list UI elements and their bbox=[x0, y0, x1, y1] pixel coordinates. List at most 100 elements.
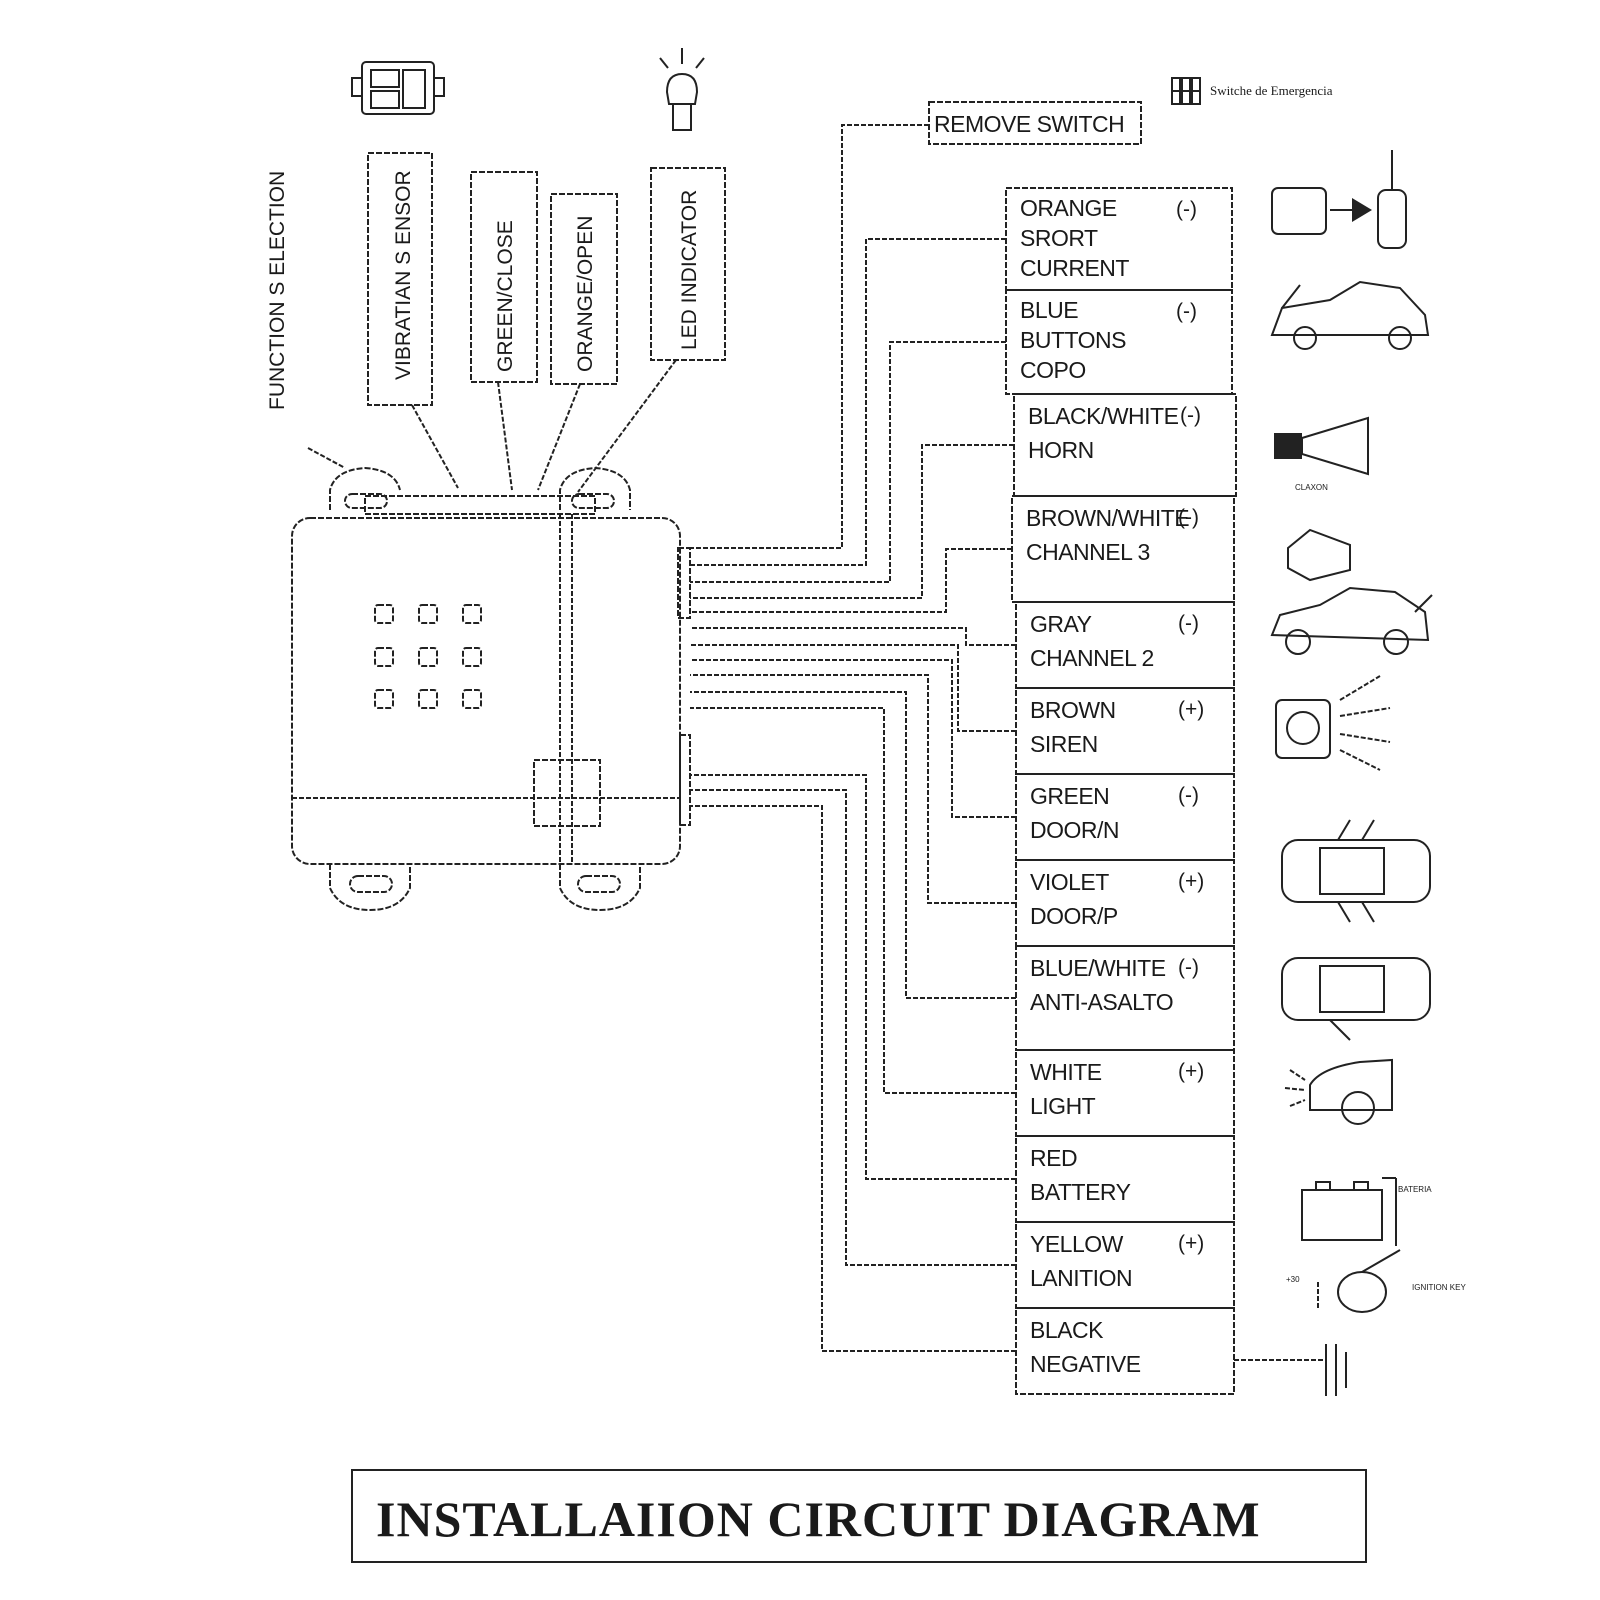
wire-box-label: SRORT bbox=[1020, 225, 1098, 251]
wire-box-label: DOOR/P bbox=[1030, 903, 1118, 929]
wire-box: GRAY CHANNEL 2 (-) bbox=[1015, 601, 1235, 689]
wire-lead bbox=[690, 548, 1012, 613]
wire-box-label: SIREN bbox=[1030, 731, 1098, 757]
polarity-sign: (-) bbox=[1180, 404, 1201, 427]
siren-icon bbox=[1275, 675, 1391, 771]
function-selection-label: FUNCTION S ELECTION bbox=[266, 171, 289, 410]
car-headlight-icon bbox=[1284, 1058, 1393, 1125]
wire-box-label: CHANNEL 3 bbox=[1026, 539, 1150, 565]
wire-box: VIOLET DOOR/P (+) bbox=[1015, 859, 1235, 947]
unit-button-grid bbox=[374, 604, 482, 709]
wire-box-label: LANITION bbox=[1030, 1265, 1132, 1291]
wire-box-label: RED bbox=[1030, 1145, 1077, 1171]
wire-lead bbox=[690, 707, 1016, 1094]
claxon-text: CLAXON bbox=[1295, 483, 1328, 492]
ground-icon bbox=[1234, 1344, 1347, 1396]
vibration-sensor-icon bbox=[351, 61, 445, 115]
wire-box-label: BLUE/WHITE bbox=[1030, 955, 1166, 981]
polarity-sign: (-) bbox=[1178, 784, 1199, 807]
wire-box: BLUE/WHITE ANTI-ASALTO(-) bbox=[1015, 945, 1235, 1051]
wire-lead bbox=[690, 444, 1014, 599]
wire-box-label: LIGHT bbox=[1030, 1093, 1096, 1119]
polarity-sign: (-) bbox=[1178, 612, 1199, 635]
remove-switch-wire bbox=[690, 124, 929, 549]
remove-switch-box: REMOVE SWITCH bbox=[928, 101, 1142, 145]
car-hood-open-icon bbox=[1270, 280, 1430, 350]
relay-coil-icon bbox=[1271, 150, 1407, 249]
wire-lead bbox=[690, 805, 1016, 1352]
plus-30-text: +30 bbox=[1286, 1275, 1300, 1284]
car-door-open-icon bbox=[1281, 957, 1431, 1041]
remove-switch-text: REMOVE SWITCH bbox=[934, 111, 1124, 137]
car-doors-open-icon bbox=[1281, 819, 1431, 923]
wire-box-label: BLACK bbox=[1030, 1317, 1104, 1343]
polarity-sign: (-) bbox=[1178, 506, 1199, 529]
wire-box-label: CHANNEL 2 bbox=[1030, 645, 1154, 671]
wire-box-label: GRAY bbox=[1030, 611, 1092, 637]
wire-box-label: NEGATIVE bbox=[1030, 1351, 1141, 1377]
wire-lead bbox=[690, 789, 1016, 1266]
emergency-switch-icon bbox=[1171, 77, 1201, 105]
wire-box: GREEN DOOR/N (-) bbox=[1015, 773, 1235, 861]
wire-box: BLACK NEGATIVE bbox=[1015, 1307, 1235, 1395]
wire-box: WHITE LIGHT (+) bbox=[1015, 1049, 1235, 1137]
wire-box-label: CURRENT bbox=[1020, 255, 1129, 281]
wire-box-label: BROWN bbox=[1030, 697, 1116, 723]
wire-box-label: WHITE bbox=[1030, 1059, 1102, 1085]
wire-lines bbox=[690, 238, 1016, 1352]
wire-box-label: BATTERY bbox=[1030, 1179, 1131, 1205]
wire-lead bbox=[690, 674, 1016, 904]
orange-open-text: ORANGE/OPEN bbox=[574, 216, 597, 372]
green-close-box: GREEN/CLOSE bbox=[470, 171, 538, 383]
polarity-sign: (-) bbox=[1176, 300, 1197, 323]
orange-open-box: ORANGE/OPEN bbox=[550, 193, 618, 385]
wire-box: BROWN/WHITE CHANNEL 3 (-) bbox=[1011, 495, 1235, 603]
ignition-key-text: IGNITION KEY bbox=[1412, 1283, 1466, 1292]
polarity-sign: (+) bbox=[1178, 1060, 1204, 1083]
wire-boxes: ORANGESRORTCURRENT(-)BLUEBUTTONSCOPO(-)B… bbox=[1005, 187, 1237, 1395]
function-selection-text: FUNCTION S ELECTION bbox=[266, 171, 289, 410]
wire-lead bbox=[690, 774, 1016, 1180]
wire-box-label: DOOR/N bbox=[1030, 817, 1119, 843]
wire-box-label: GREEN bbox=[1030, 783, 1109, 809]
bateria-text: BATERIA bbox=[1398, 1185, 1432, 1194]
wire-lead bbox=[690, 644, 1016, 732]
wire-box-label: BROWN/WHITE bbox=[1026, 505, 1189, 531]
horn-icon: CLAXON bbox=[1274, 416, 1369, 492]
wire-box: BROWN SIREN (+) bbox=[1015, 687, 1235, 775]
wire-box-label: COPO bbox=[1020, 357, 1086, 383]
control-unit bbox=[291, 466, 691, 912]
car-trunk-open-icon bbox=[1270, 586, 1433, 655]
diagram-title: INSTALLAIION CIRCUIT DIAGRAM bbox=[376, 1491, 1261, 1547]
led-indicator-box: LED INDICATOR bbox=[650, 167, 726, 361]
wire-box-label: HORN bbox=[1028, 437, 1094, 463]
wire-lead bbox=[690, 238, 1006, 566]
vibration-sensor-text: VIBRATIAN S ENSOR bbox=[392, 170, 415, 380]
led-indicator-text: LED INDICATOR bbox=[678, 190, 701, 350]
wire-box-label: YELLOW bbox=[1030, 1231, 1124, 1257]
polarity-sign: (+) bbox=[1178, 698, 1204, 721]
wire-box-label: VIOLET bbox=[1030, 869, 1109, 895]
wire-box-label: BLACK/WHITE bbox=[1028, 403, 1179, 429]
led-bulb-icon bbox=[659, 48, 705, 131]
polarity-sign: (-) bbox=[1178, 956, 1199, 979]
polarity-sign: (+) bbox=[1178, 870, 1204, 893]
wire-box-label: ANTI-ASALTO bbox=[1030, 989, 1173, 1015]
battery-icon: BATERIA bbox=[1301, 1177, 1432, 1246]
wire-lead bbox=[690, 659, 1016, 818]
title-box: INSTALLAIION CIRCUIT DIAGRAM bbox=[351, 1469, 1367, 1563]
emergency-switch-text: Switche de Emergencia bbox=[1210, 83, 1333, 98]
green-close-text: GREEN/CLOSE bbox=[494, 220, 517, 372]
wire-box-label: ORANGE bbox=[1020, 195, 1117, 221]
wire-box: BLACK/WHITE HORN (-) bbox=[1013, 393, 1237, 497]
wire-box-label: BLUE bbox=[1020, 297, 1078, 323]
wire-lead bbox=[690, 341, 1006, 583]
polarity-sign: (-) bbox=[1176, 198, 1197, 221]
wire-box: ORANGE SRORT CURRENT (-) bbox=[1005, 187, 1233, 291]
ignition-key-icon: +30 IGNITION KEY bbox=[1286, 1249, 1466, 1313]
module-icon bbox=[1287, 528, 1351, 582]
vibration-sensor-box: VIBRATIAN S ENSOR bbox=[367, 152, 433, 406]
